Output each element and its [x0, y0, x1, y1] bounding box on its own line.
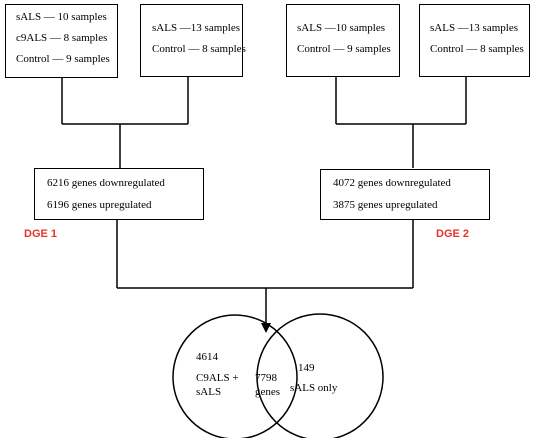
venn-overlap-count: 7798	[255, 372, 277, 384]
source-box-2-line-1: sALS —13 samples	[152, 22, 240, 34]
source-box-2-line-2: Control — 8 samples	[152, 43, 246, 55]
dge-2-label: DGE 2	[436, 228, 470, 240]
dge-box-2: 4072 genes downregulated 3875 genes upre…	[320, 169, 490, 220]
source-box-1-line-2: c9ALS — 8 samples	[16, 32, 108, 44]
venn-right-label: sALS only	[290, 382, 338, 394]
venn-circle-right	[256, 313, 384, 438]
source-box-3-line-2: Control — 9 samples	[297, 43, 391, 55]
source-box-4-line-1: sALS —13 samples	[430, 22, 518, 34]
dge-box-1-line-1: 6216 genes downregulated	[47, 177, 165, 189]
source-box-4: sALS —13 samples Control — 8 samples	[419, 4, 530, 77]
dge-1-label: DGE 1	[24, 228, 58, 240]
venn-left-label-2: sALS	[196, 386, 222, 398]
dge-box-1: 6216 genes downregulated 6196 genes upre…	[34, 168, 204, 220]
venn-left-label-1: C9ALS +	[196, 372, 239, 384]
venn-circle-left	[172, 314, 298, 438]
dge-box-2-line-2: 3875 genes upregulated	[333, 199, 438, 211]
source-box-3-line-1: sALS —10 samples	[297, 22, 385, 34]
source-box-3: sALS —10 samples Control — 9 samples	[286, 4, 400, 77]
source-box-1-line-1: sALS — 10 samples	[16, 11, 107, 23]
dge-box-2-line-1: 4072 genes downregulated	[333, 177, 451, 189]
source-box-2: sALS —13 samples Control — 8 samples	[140, 4, 246, 77]
source-box-1-line-3: Control — 9 samples	[16, 53, 110, 65]
venn-right-count: 149	[298, 362, 315, 374]
dge-box-1-line-2: 6196 genes upregulated	[47, 199, 152, 211]
venn-left-count: 4614	[196, 351, 218, 363]
source-box-1: sALS — 10 samples c9ALS — 8 samples Cont…	[5, 4, 118, 78]
venn-overlap-label: genes	[255, 386, 281, 398]
arrow-head	[261, 323, 271, 333]
source-box-4-line-2: Control — 8 samples	[430, 43, 524, 55]
